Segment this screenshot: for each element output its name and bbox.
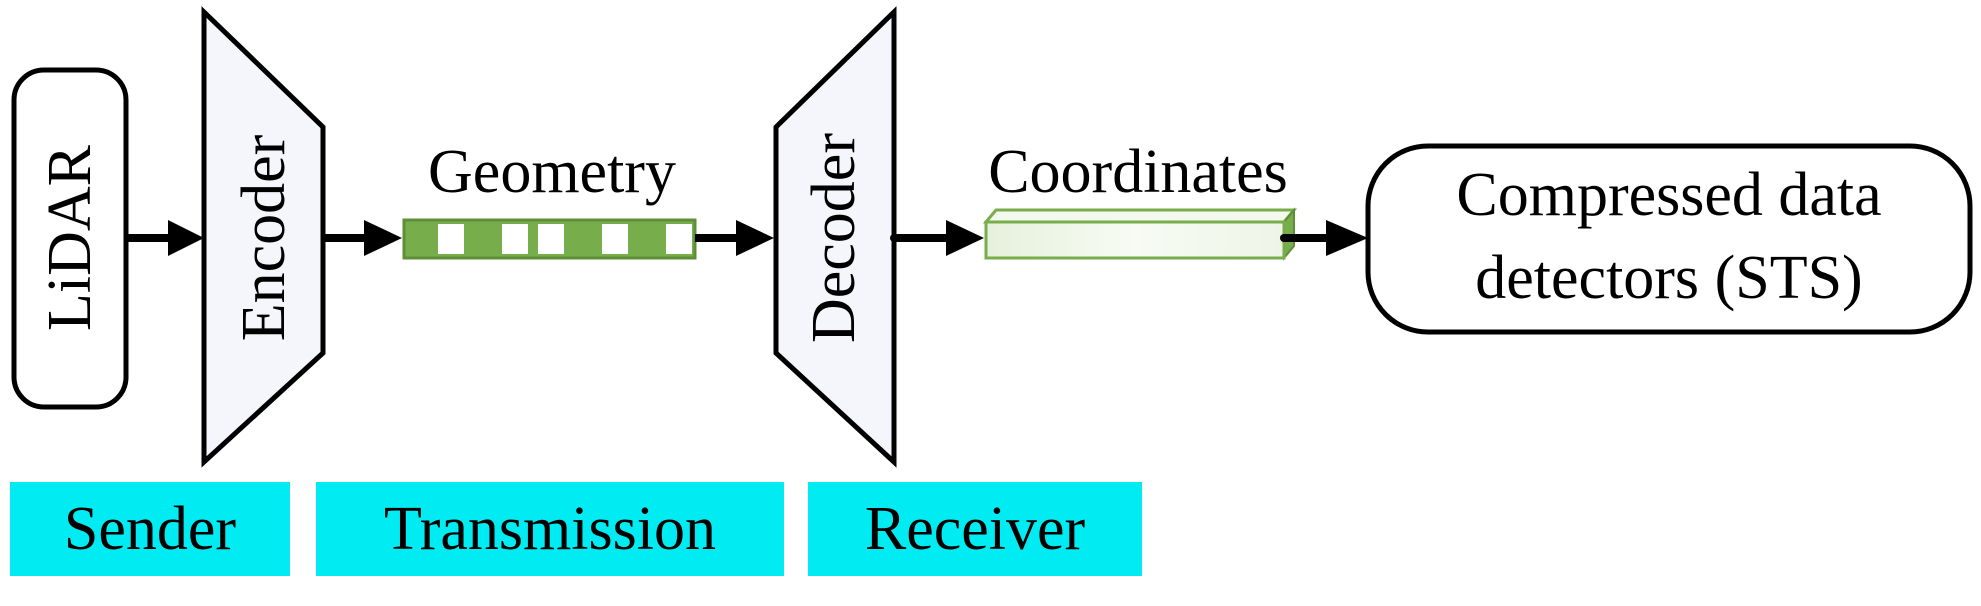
decoder-node: Decoder — [773, 6, 897, 468]
arrow-decoder-coordinates — [890, 220, 984, 256]
arrow-lidar-encoder — [126, 220, 204, 256]
encoder-label: Encoder — [230, 134, 298, 341]
stage-sender-label: Sender — [64, 495, 237, 563]
output-node: Compressed data detectors (STS) — [1365, 143, 1973, 335]
arrow-encoder-bitstream — [323, 220, 402, 256]
arrow-bitstream-decoder — [695, 220, 774, 256]
coordinates-bar — [982, 207, 1298, 261]
stage-sender: Sender — [10, 482, 290, 576]
lidar-label: LiDAR — [36, 144, 104, 331]
output-label-line1: Compressed data — [1456, 161, 1881, 229]
arrow-coordinates-output — [1280, 220, 1368, 256]
encoder-node: Encoder — [201, 6, 326, 468]
geometry-label: Geometry — [428, 138, 676, 206]
stage-transmission: Transmission — [316, 482, 784, 576]
geometry-bitstream — [402, 218, 697, 260]
stage-receiver-label: Receiver — [865, 495, 1086, 563]
stage-receiver: Receiver — [808, 482, 1142, 576]
decoder-label: Decoder — [800, 133, 868, 343]
stage-transmission-label: Transmission — [384, 495, 716, 563]
coordinates-label: Coordinates — [988, 138, 1288, 206]
output-label-line2: detectors (STS) — [1475, 244, 1862, 312]
lidar-node: LiDAR — [11, 67, 129, 410]
